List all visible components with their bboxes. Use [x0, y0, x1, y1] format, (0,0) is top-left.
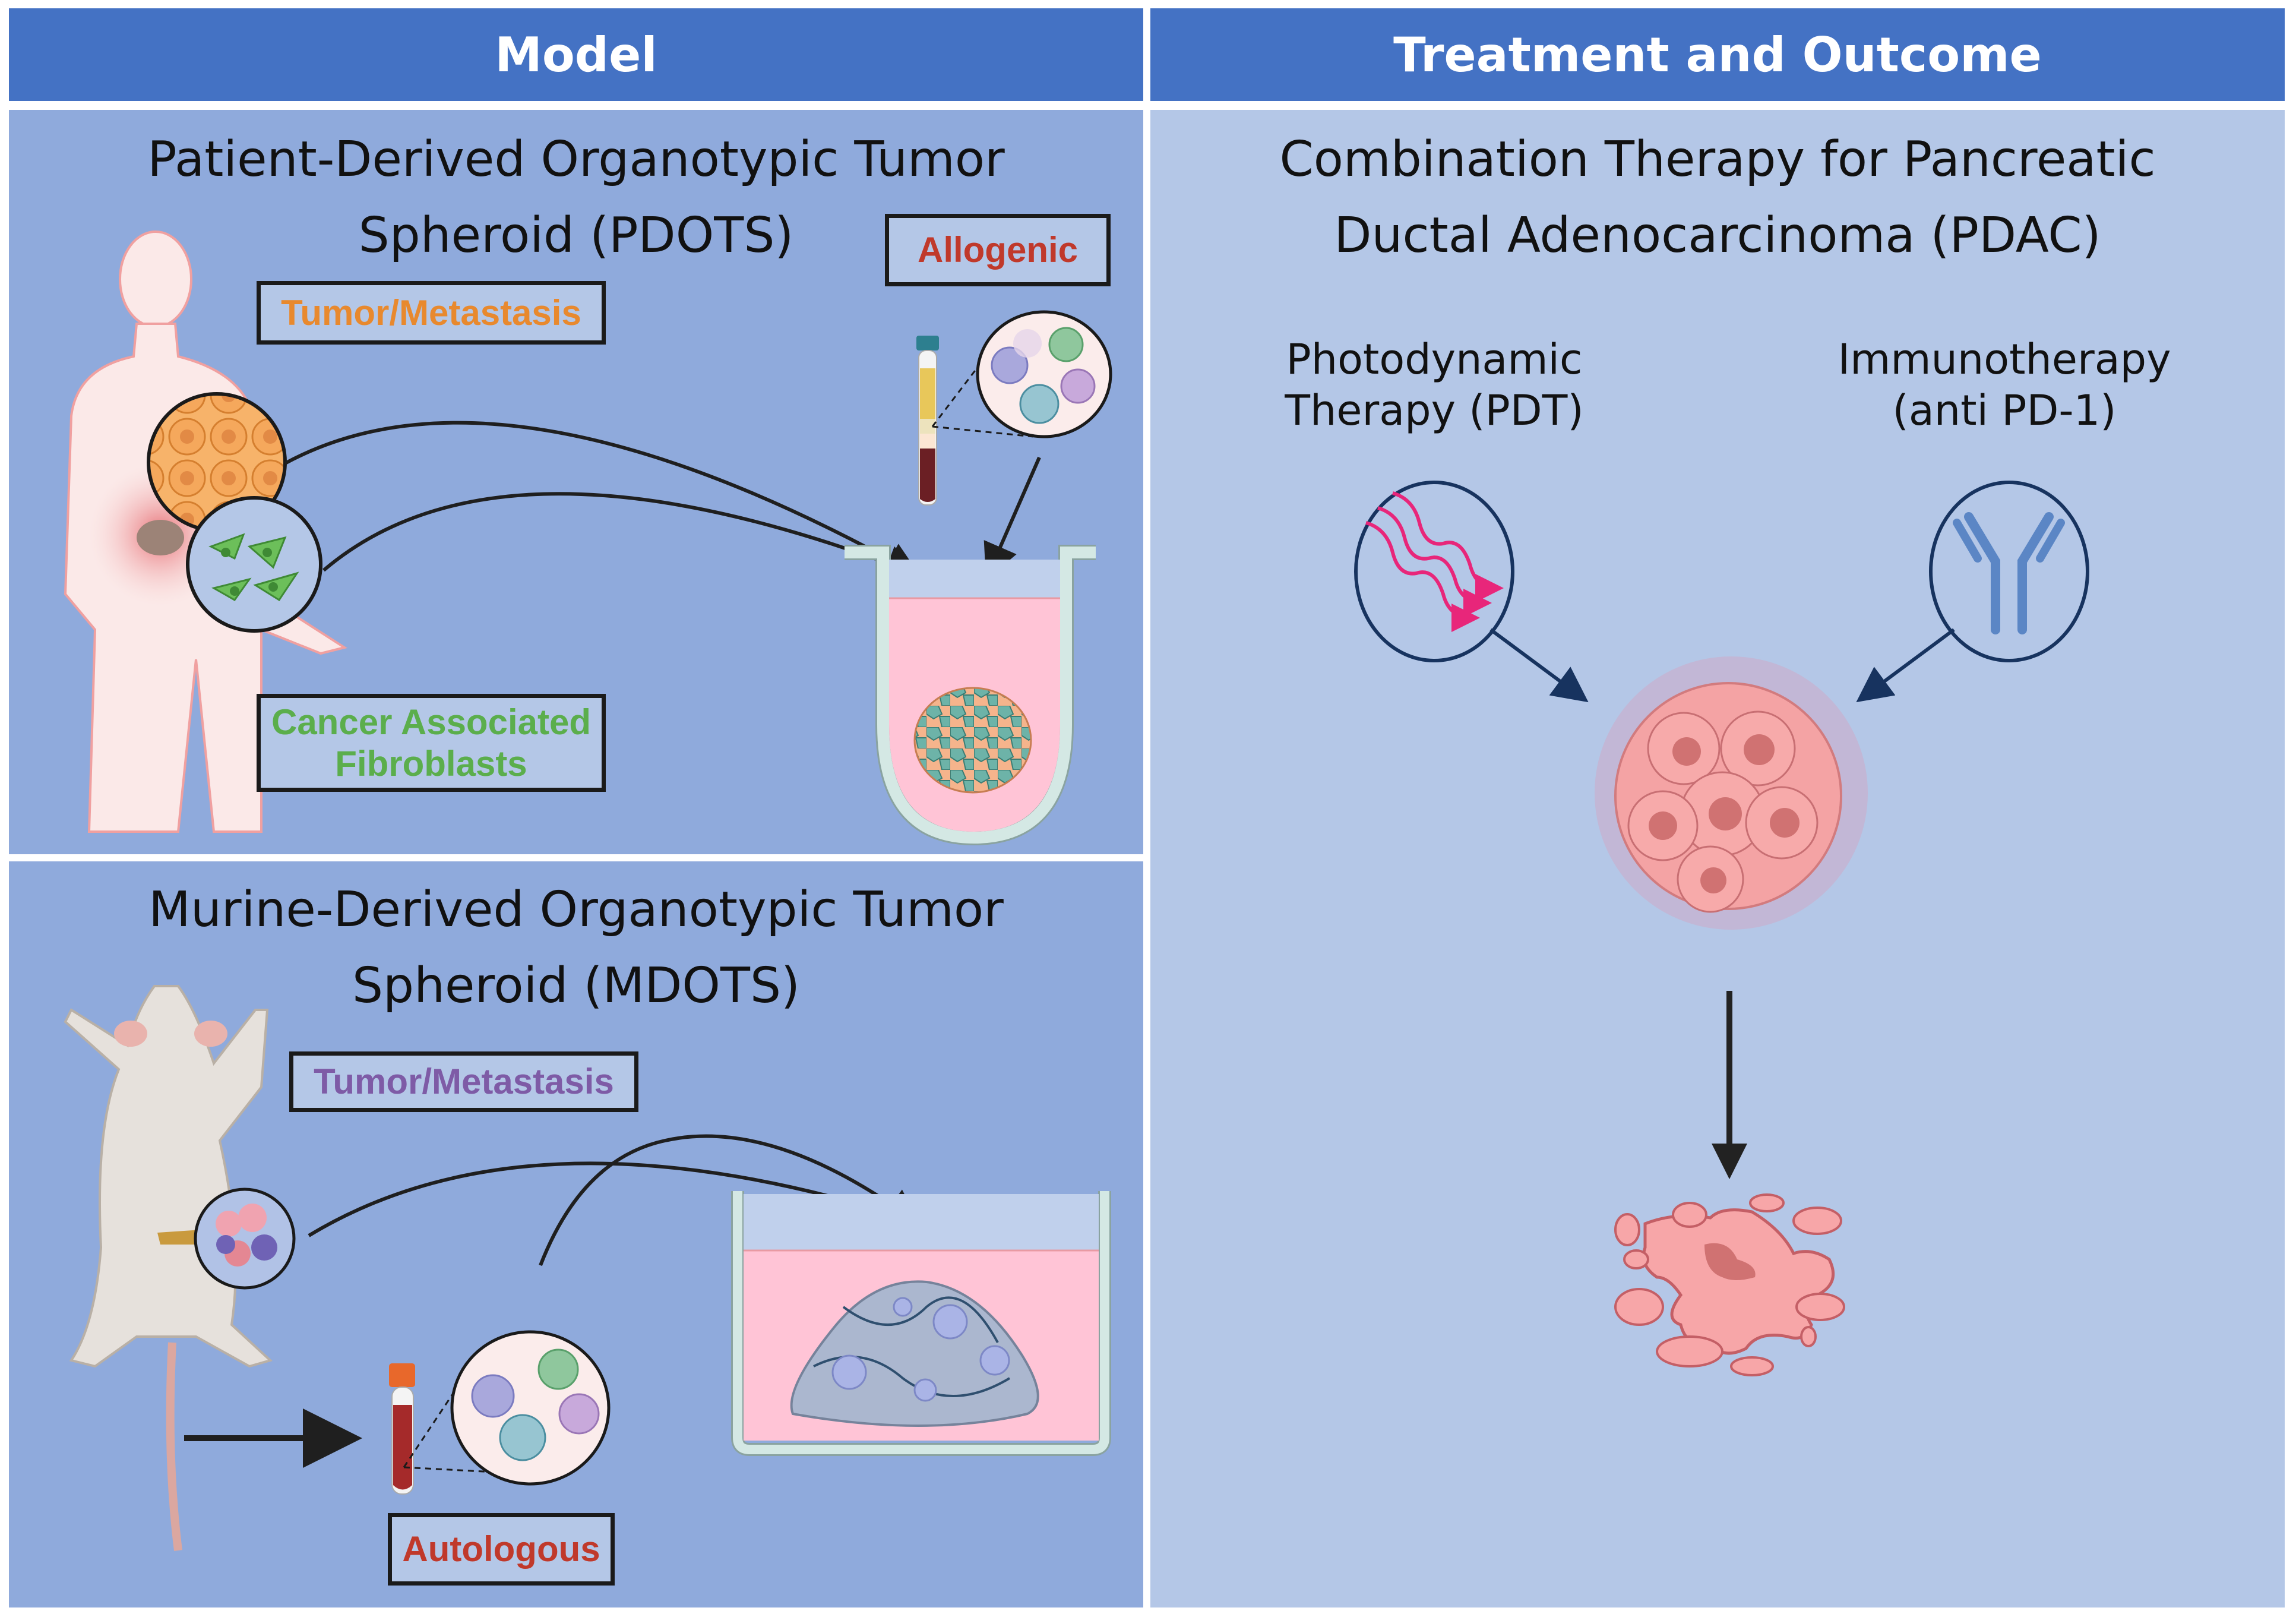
immunotherapy-label: Immunotherapy (anti PD-1) [1826, 334, 2183, 436]
pdots-title-line2: Spheroid (PDOTS) [358, 207, 794, 264]
destroyed-tumor-fragments [1614, 1193, 1845, 1376]
caf-label-line1: Cancer Associated [271, 702, 591, 742]
allogenic-label: Allogenic [885, 214, 1111, 286]
fibroblast-zoom-circle [186, 496, 322, 633]
header-model: Model [9, 8, 1143, 101]
caf-label: Cancer Associated Fibroblasts [257, 694, 606, 792]
blood-tube-icon [916, 336, 939, 506]
treatment-title-line1: Combination Therapy for Pancreatic [1279, 131, 2156, 188]
tumor-cluster [1595, 656, 1868, 930]
blood-tube-icon-red [389, 1363, 415, 1495]
mdots-title-line2: Spheroid (MDOTS) [352, 958, 801, 1014]
antibody-icon [1929, 481, 2089, 662]
header-treatment-outcome: Treatment and Outcome [1150, 8, 2285, 101]
light-waves-icon [1354, 481, 1514, 662]
pdt-label: Photodynamic Therapy (PDT) [1256, 334, 1612, 436]
pdots-tumor-label: Tumor/Metastasis [257, 281, 606, 345]
caf-label-line2: Fibroblasts [335, 743, 527, 784]
pdots-title-line1: Patient-Derived Organotypic Tumor [147, 131, 1005, 188]
immunotherapy-label-line2: (anti PD-1) [1892, 386, 2117, 435]
mouse-tumor-to-well-arrow [308, 1161, 922, 1237]
immunotherapy-label-line1: Immunotherapy [1838, 335, 2171, 384]
hydrogel-well [731, 1191, 1111, 1456]
mdots-title-line1: Murine-Derived Organotypic Tumor [148, 882, 1004, 938]
pdt-label-line1: Photodynamic [1286, 335, 1583, 384]
pdt-arrow [1489, 628, 1589, 703]
caf-to-well-arrow [322, 492, 922, 580]
mdots-tumor-label: Tumor/Metastasis [289, 1051, 638, 1112]
treatment-title-line2: Ductal Adenocarcinoma (PDAC) [1334, 207, 2101, 264]
blood-to-well-arrow [983, 456, 1041, 580]
autologous-label: Autologous [388, 1513, 615, 1586]
culture-well [845, 545, 1096, 846]
immune-cells-zoom-circle [976, 310, 1112, 438]
pdt-label-line2: Therapy (PDT) [1285, 386, 1584, 435]
immune-to-well-arrow [539, 1134, 921, 1267]
tumor-to-well-arrow [284, 421, 921, 577]
autologous-immune-zoom-circle [450, 1330, 611, 1486]
mouse-tumor-zoom-circle [194, 1188, 296, 1290]
immunotherapy-arrow [1856, 628, 1955, 703]
